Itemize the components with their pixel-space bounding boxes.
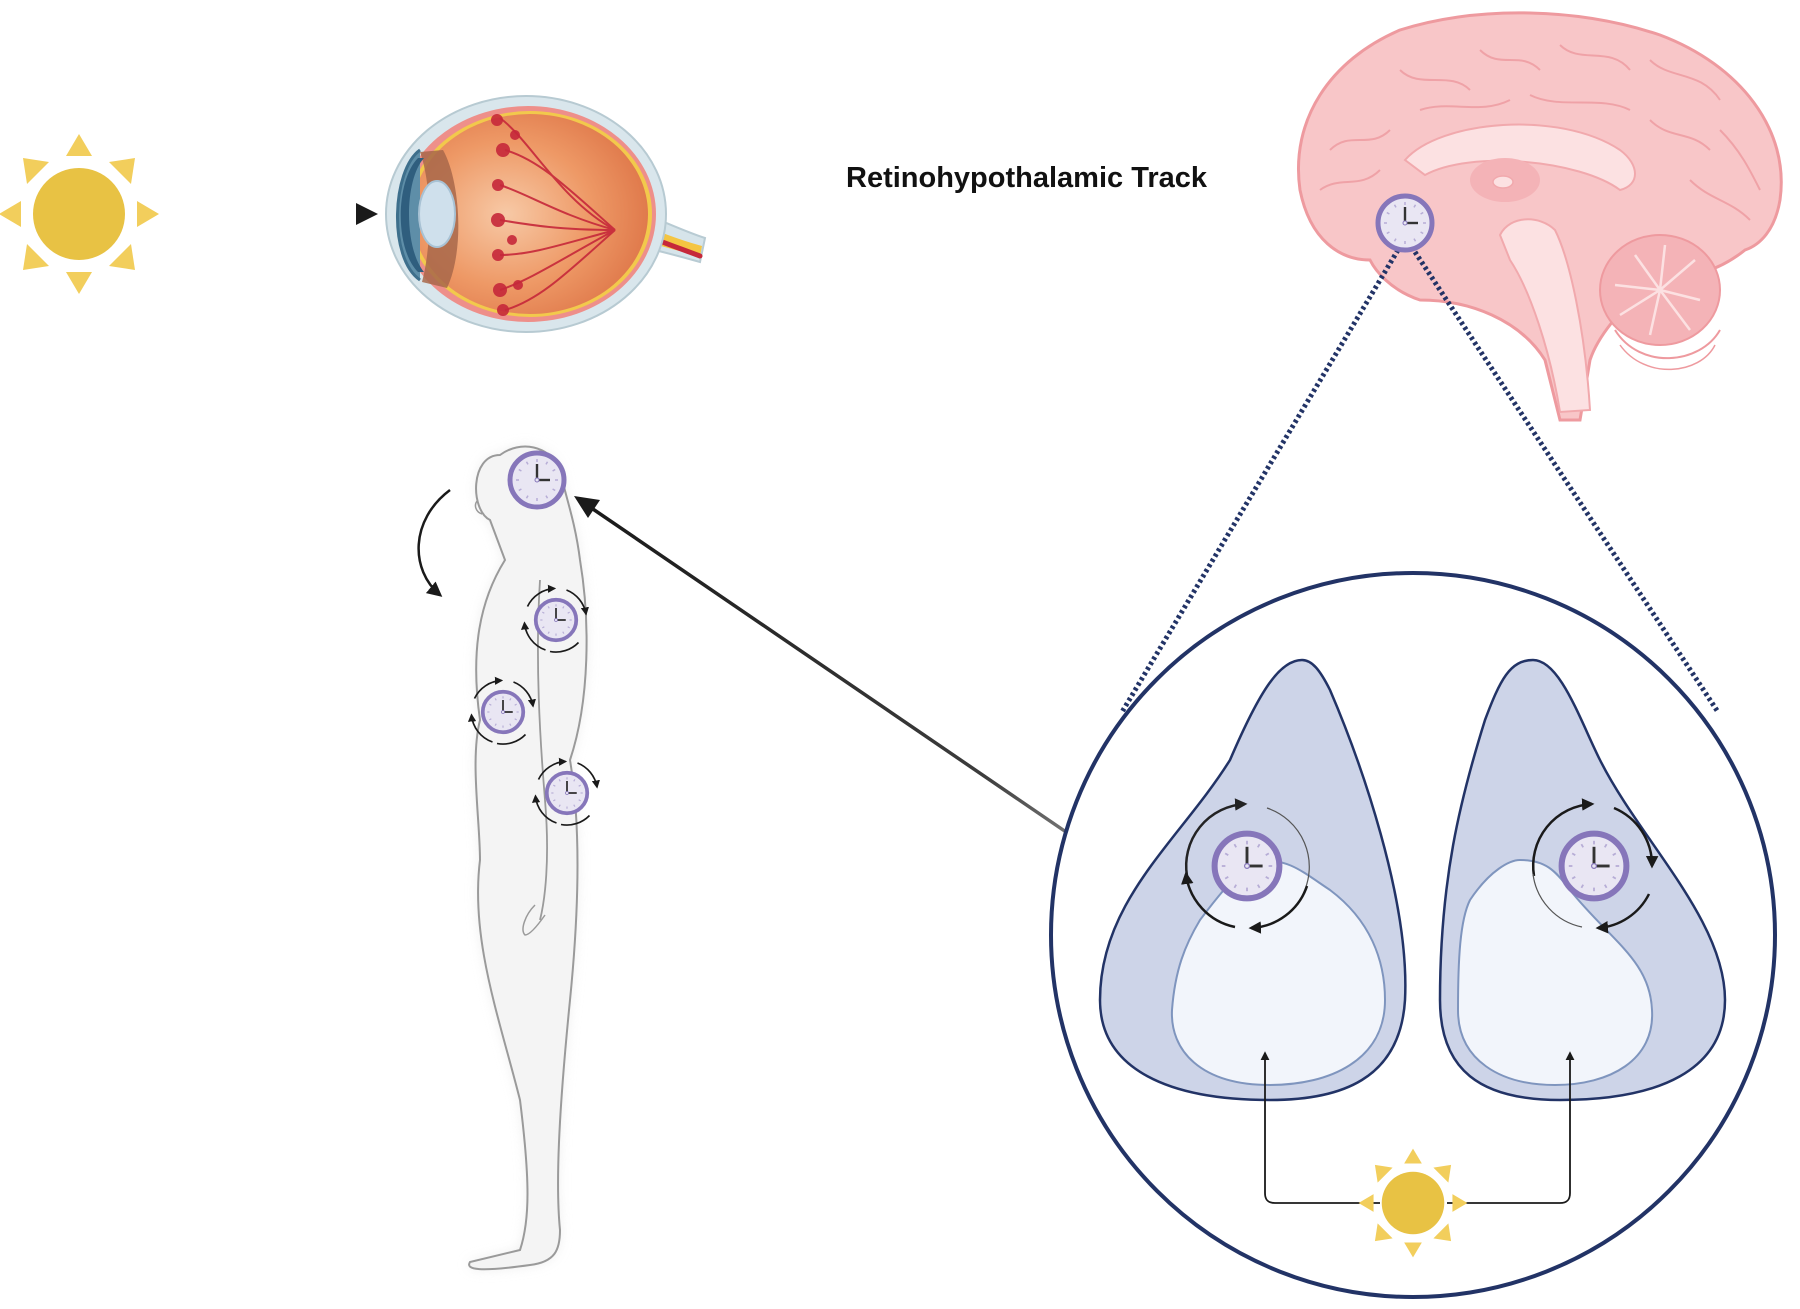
scn-zoom-circle bbox=[1049, 571, 1777, 1299]
sun-icon bbox=[0, 134, 159, 294]
human-body-illustration bbox=[468, 445, 588, 1271]
cerebellum bbox=[1599, 234, 1721, 371]
retinohypothalamic-tract-label: Retinohypothalamic Track bbox=[846, 162, 1207, 194]
brain-illustration bbox=[1297, 11, 1783, 422]
scn-master-clock-icon bbox=[1378, 196, 1432, 250]
retinohypothalamic-tract-arrow bbox=[712, 211, 1380, 235]
curved-arrow-icon bbox=[417, 489, 451, 597]
eye-illustration bbox=[385, 95, 707, 333]
zoom-projection-lines bbox=[1119, 248, 1721, 714]
light-input-connector bbox=[1260, 1051, 1575, 1204]
right-scn-clock-icon bbox=[1531, 798, 1659, 934]
head-clock-icon bbox=[510, 453, 564, 507]
left-scn-clock-icon bbox=[1181, 798, 1310, 934]
light-to-eye-arrow bbox=[178, 203, 378, 225]
